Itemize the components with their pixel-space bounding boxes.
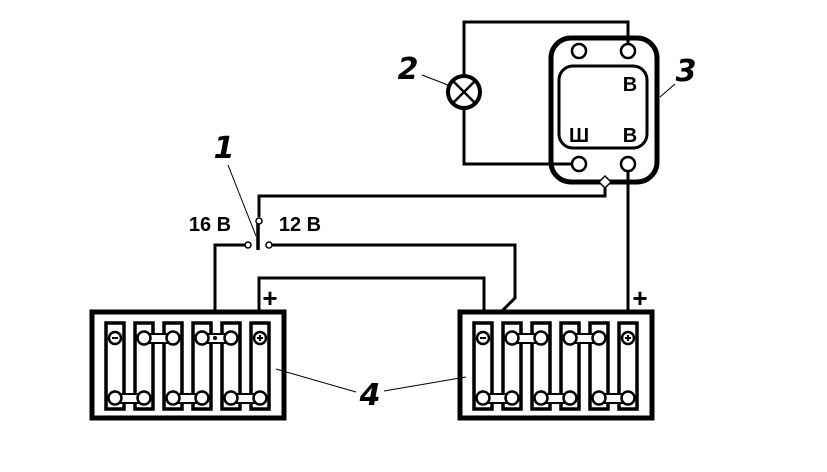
cell-post [562, 330, 578, 346]
regulator-body [548, 35, 660, 185]
cell-post [504, 330, 520, 346]
cell-post [136, 390, 152, 406]
cell-post [223, 390, 239, 406]
switch-12v-contact [265, 241, 273, 249]
cell-post [136, 330, 152, 346]
regulator-label-sh: Ш [569, 125, 589, 147]
leader-4-right [383, 376, 467, 392]
cell-post [165, 330, 181, 346]
regulator-label-bottom-b: В [623, 125, 637, 147]
battery-cell [220, 321, 242, 411]
wire-battery-series-link [257, 276, 486, 328]
callout-3: 3 [676, 54, 697, 89]
right-battery [457, 309, 655, 421]
switch-label-16v: 16 В [189, 214, 231, 236]
switch-16v-contact [244, 241, 252, 249]
regulator-label-top-b: В [623, 74, 637, 96]
cell-post [475, 390, 491, 406]
regulator-terminal-sh [570, 155, 588, 173]
indicator-lamp [446, 74, 482, 110]
cell-post [591, 330, 607, 346]
cell-post [620, 390, 636, 406]
battery-cell [249, 321, 271, 411]
regulator-terminal-top-left [570, 42, 588, 60]
cell-post [504, 390, 520, 406]
battery-cell [133, 321, 155, 411]
cell-post [194, 330, 210, 346]
right-battery-plus-label: + [632, 283, 647, 313]
battery-cell [588, 321, 610, 411]
regulator-ground-terminal [597, 174, 613, 190]
regulator-inner-panel [557, 64, 649, 150]
wire-regulator-to-switch [257, 188, 607, 217]
cell-post [591, 390, 607, 406]
regulator-terminal-b [619, 155, 637, 173]
cell-post [533, 390, 549, 406]
left-battery-plus-label: + [262, 283, 277, 313]
wire-switch-16v [213, 243, 245, 338]
callouts: 2 3 1 4 [214, 52, 697, 413]
junction-dot [213, 336, 217, 340]
switch-label-12v: 12 В [279, 214, 321, 236]
cell-post [107, 390, 123, 406]
regulator-terminal-top-right [619, 42, 637, 60]
callout-4: 4 [359, 378, 381, 413]
leader-2 [421, 74, 449, 86]
battery-cell [104, 321, 126, 411]
cell-post [194, 390, 210, 406]
cell-post [252, 390, 268, 406]
battery-cell [472, 321, 494, 411]
battery-cell [559, 321, 581, 411]
left-battery [89, 309, 287, 421]
switch-common-contact [255, 217, 263, 225]
wire-lamp-to-regulator-sh [462, 108, 572, 166]
battery-cell [162, 321, 184, 411]
callout-2: 2 [398, 52, 419, 87]
leader-3 [659, 83, 676, 98]
voltage-regulator: В Ш В [548, 35, 660, 190]
cell-post [165, 390, 181, 406]
callout-1: 1 [214, 131, 235, 166]
leader-4-left [275, 368, 357, 393]
cell-post [562, 390, 578, 406]
cell-post [223, 330, 239, 346]
battery-cell [530, 321, 552, 411]
battery-cell [617, 321, 639, 411]
cell-post [533, 330, 549, 346]
battery-cell [501, 321, 523, 411]
voltage-switch: 16 В 12 В [189, 214, 321, 250]
leader-1 [227, 164, 257, 237]
battery-cell [191, 321, 213, 411]
wire-lamp-to-regulator-b [462, 20, 630, 76]
